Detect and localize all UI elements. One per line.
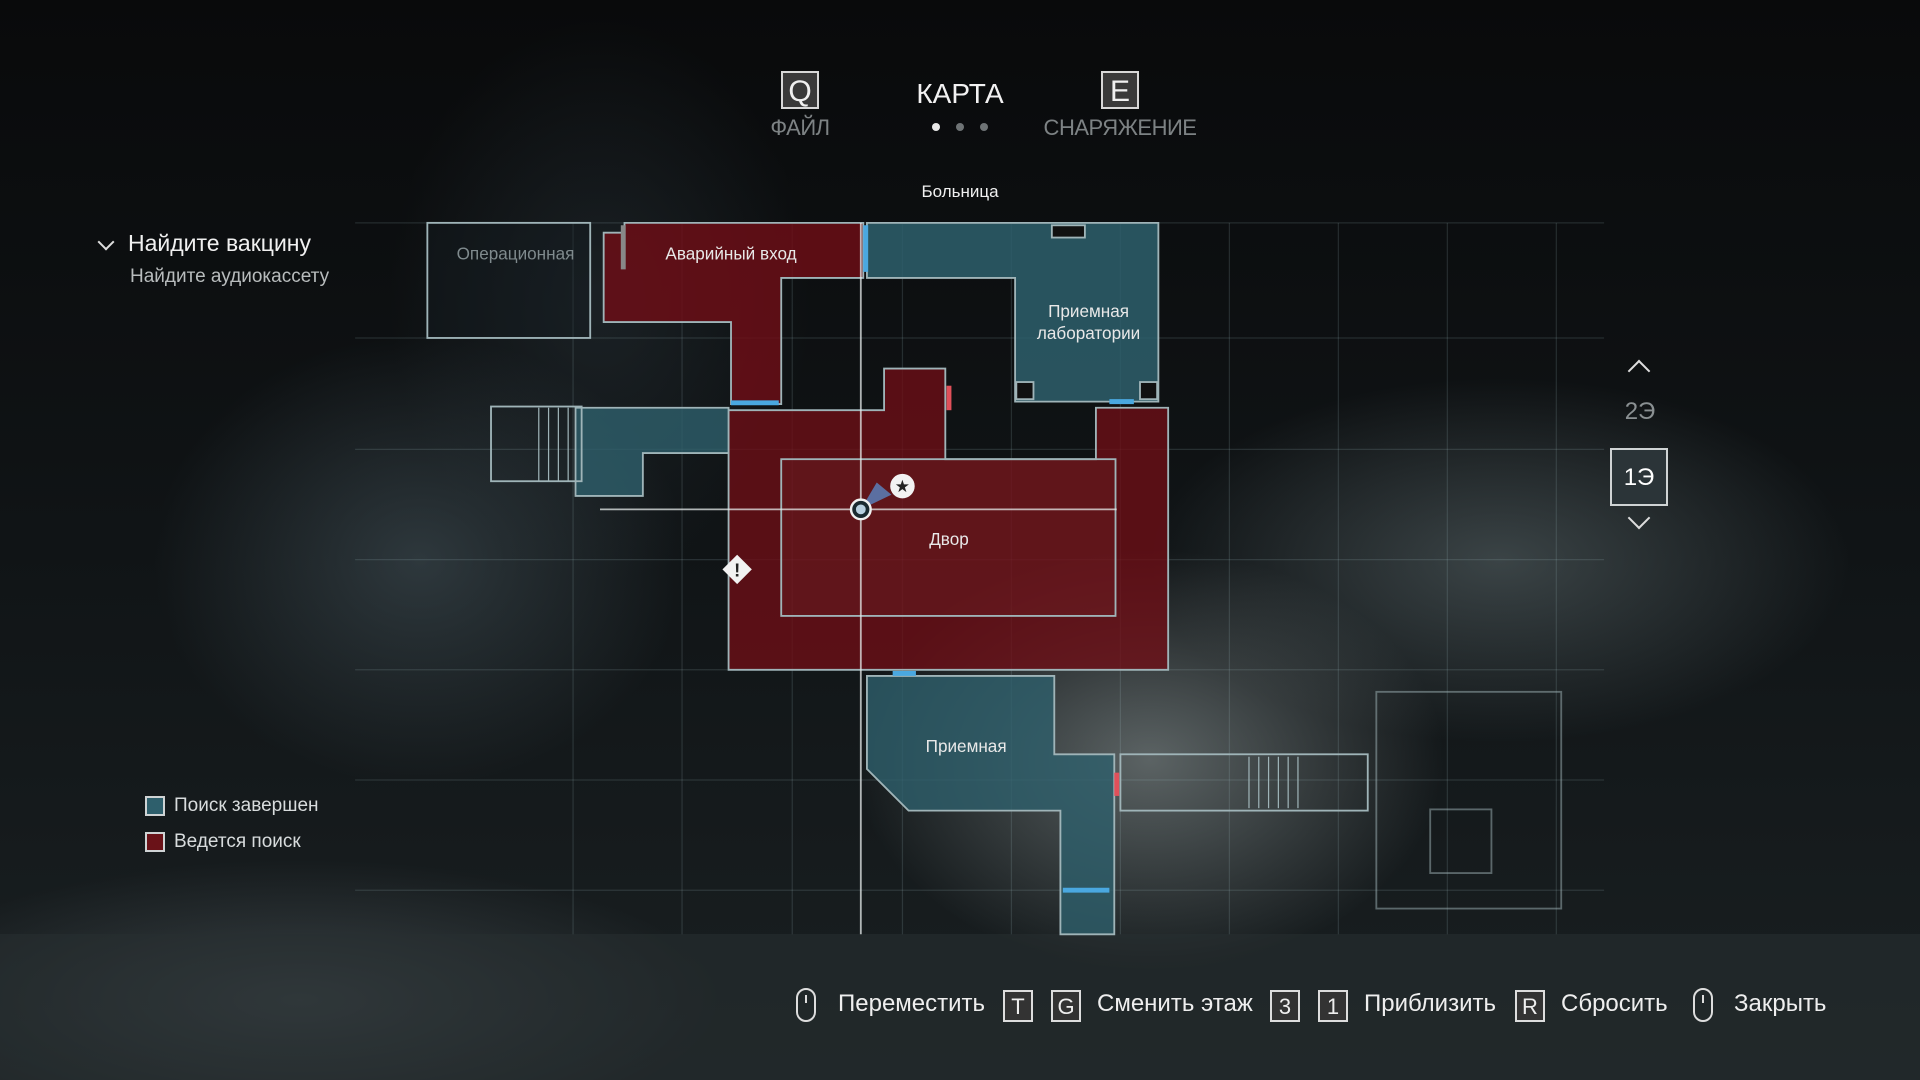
control-close[interactable]: Закрыть xyxy=(1734,990,1827,1017)
page-dot xyxy=(980,123,988,131)
room-label-courtyard: Двор xyxy=(929,529,969,549)
room-lab-reception xyxy=(866,221,1160,403)
room-label-reception: Приемная xyxy=(926,736,1007,756)
key-3[interactable]: 3 xyxy=(1270,990,1300,1022)
svg-text:★: ★ xyxy=(895,476,910,496)
tab-map[interactable]: КАРТА xyxy=(916,78,1004,109)
star-marker-icon[interactable]: ★ xyxy=(890,473,915,499)
warning-marker-icon[interactable]: ! xyxy=(722,554,752,585)
legend-explored-swatch xyxy=(145,796,165,816)
player-marker-icon xyxy=(849,498,872,521)
room-stair-box xyxy=(490,405,583,483)
key-1[interactable]: 1 xyxy=(1318,990,1348,1022)
page-dot xyxy=(956,123,964,131)
key-g[interactable]: G xyxy=(1051,990,1081,1022)
legend-explored-label: Поиск завершен xyxy=(174,795,319,816)
room-stairs-west xyxy=(574,406,730,497)
equipment-tab-key[interactable]: E xyxy=(1101,71,1139,109)
floor-2[interactable]: 2Э xyxy=(1624,398,1656,425)
floor-1-selected[interactable]: 1Э xyxy=(1610,448,1668,506)
mouse-icon xyxy=(796,988,816,1022)
key-r[interactable]: R xyxy=(1515,990,1545,1022)
control-zoom[interactable]: Приблизить xyxy=(1364,990,1496,1017)
mouse-icon xyxy=(1693,988,1713,1022)
control-change-floor[interactable]: Сменить этаж xyxy=(1097,990,1253,1017)
file-tab-key[interactable]: Q xyxy=(781,71,819,109)
area-name: Больница xyxy=(921,182,999,201)
room-label-operating: Операционная xyxy=(457,244,575,264)
room-label-lab-reception-2: лаборатории xyxy=(1037,323,1140,343)
objective-main: Найдите вакцину xyxy=(128,230,312,256)
controls-bar-background xyxy=(0,934,1920,1080)
page-dot-active xyxy=(932,123,940,131)
tab-equipment[interactable]: СНАРЯЖЕНИЕ xyxy=(1043,115,1197,140)
legend-searching-swatch xyxy=(145,832,165,852)
key-t[interactable]: T xyxy=(1003,990,1033,1022)
stairs xyxy=(538,407,1299,809)
legend-searching-label: Ведется поиск xyxy=(174,831,301,852)
control-reset[interactable]: Сбросить xyxy=(1561,990,1668,1017)
courtyard-inner xyxy=(780,458,1117,617)
room-label-emergency-exit: Аварийный вход xyxy=(665,244,796,264)
objective-sub: Найдите аудиокассету xyxy=(130,266,330,287)
svg-text:!: ! xyxy=(734,560,740,581)
room-operating xyxy=(426,221,592,339)
room-label-lab-reception: Приемная xyxy=(1048,301,1129,321)
tab-file[interactable]: ФАЙЛ xyxy=(770,115,830,140)
room-east-block xyxy=(1375,690,1563,910)
doors xyxy=(620,225,1134,893)
control-move[interactable]: Переместить xyxy=(838,990,986,1017)
room-east-corridor xyxy=(1119,753,1369,812)
room-reception xyxy=(866,675,1116,936)
